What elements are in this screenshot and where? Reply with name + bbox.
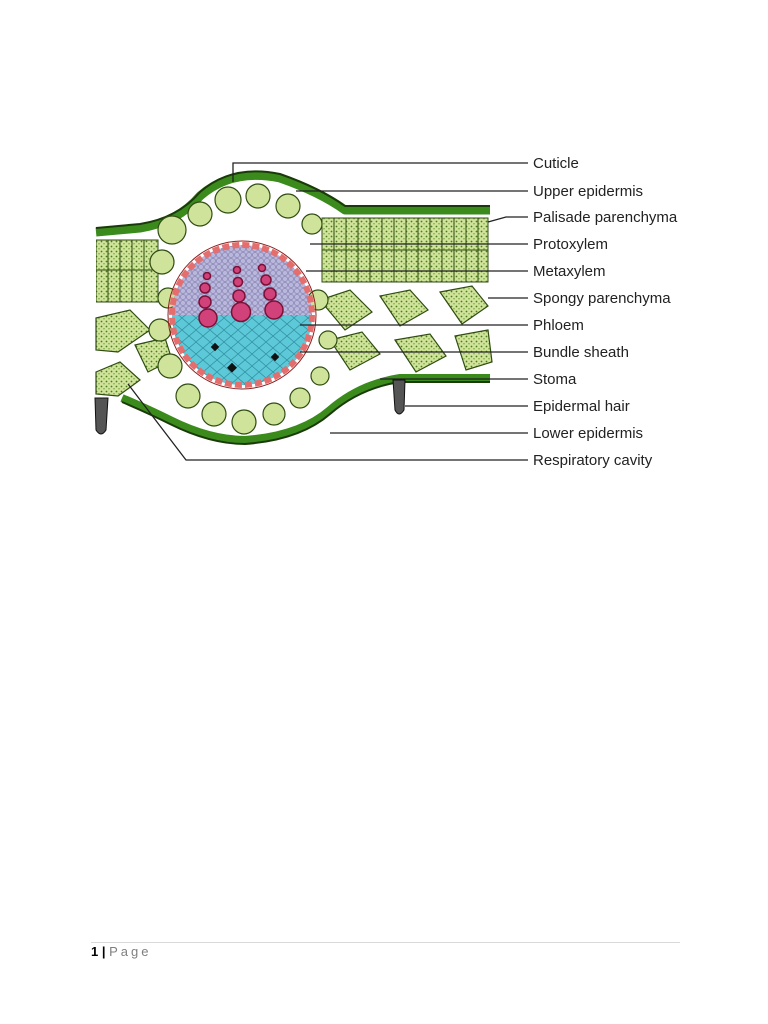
palisade-right (321, 217, 489, 283)
midrib-cells (148, 183, 338, 435)
vascular-bundle (167, 240, 317, 390)
bundle-sheath (169, 242, 315, 388)
label-cuticle: Cuticle (533, 155, 579, 172)
leaf-tissue (94, 170, 493, 446)
page-separator: | (101, 944, 106, 959)
palisade-left (96, 239, 159, 303)
label-palisade-parenchyma: Palisade parenchyma (533, 209, 678, 226)
phloem-companion-cells (210, 342, 280, 373)
page-footer: 1 | Page (91, 944, 152, 959)
epidermal-hair-right (392, 379, 406, 415)
label-metaxylem: Metaxylem (533, 263, 606, 280)
page-number: 1 (91, 944, 99, 959)
label-phloem: Phloem (533, 317, 584, 334)
label-stoma: Stoma (533, 371, 577, 388)
label-protoxylem: Protoxylem (533, 236, 608, 253)
epidermal-hair-left (94, 397, 109, 435)
xylem-vessels (198, 263, 284, 328)
page-word: Page (109, 944, 152, 959)
diagram-labels: Cuticle Upper epidermis Palisade parench… (533, 155, 678, 469)
label-lower-epidermis: Lower epidermis (533, 425, 643, 442)
label-spongy-parenchyma: Spongy parenchyma (533, 290, 671, 307)
leader-lines (127, 162, 528, 461)
lower-epidermis (120, 374, 490, 444)
spongy-parenchyma (95, 285, 493, 397)
footer-rule (91, 942, 680, 943)
label-upper-epidermis: Upper epidermis (533, 183, 643, 200)
label-respiratory-cavity: Respiratory cavity (533, 452, 653, 469)
label-bundle-sheath: Bundle sheath (533, 344, 629, 361)
label-epidermal-hair: Epidermal hair (533, 398, 630, 415)
